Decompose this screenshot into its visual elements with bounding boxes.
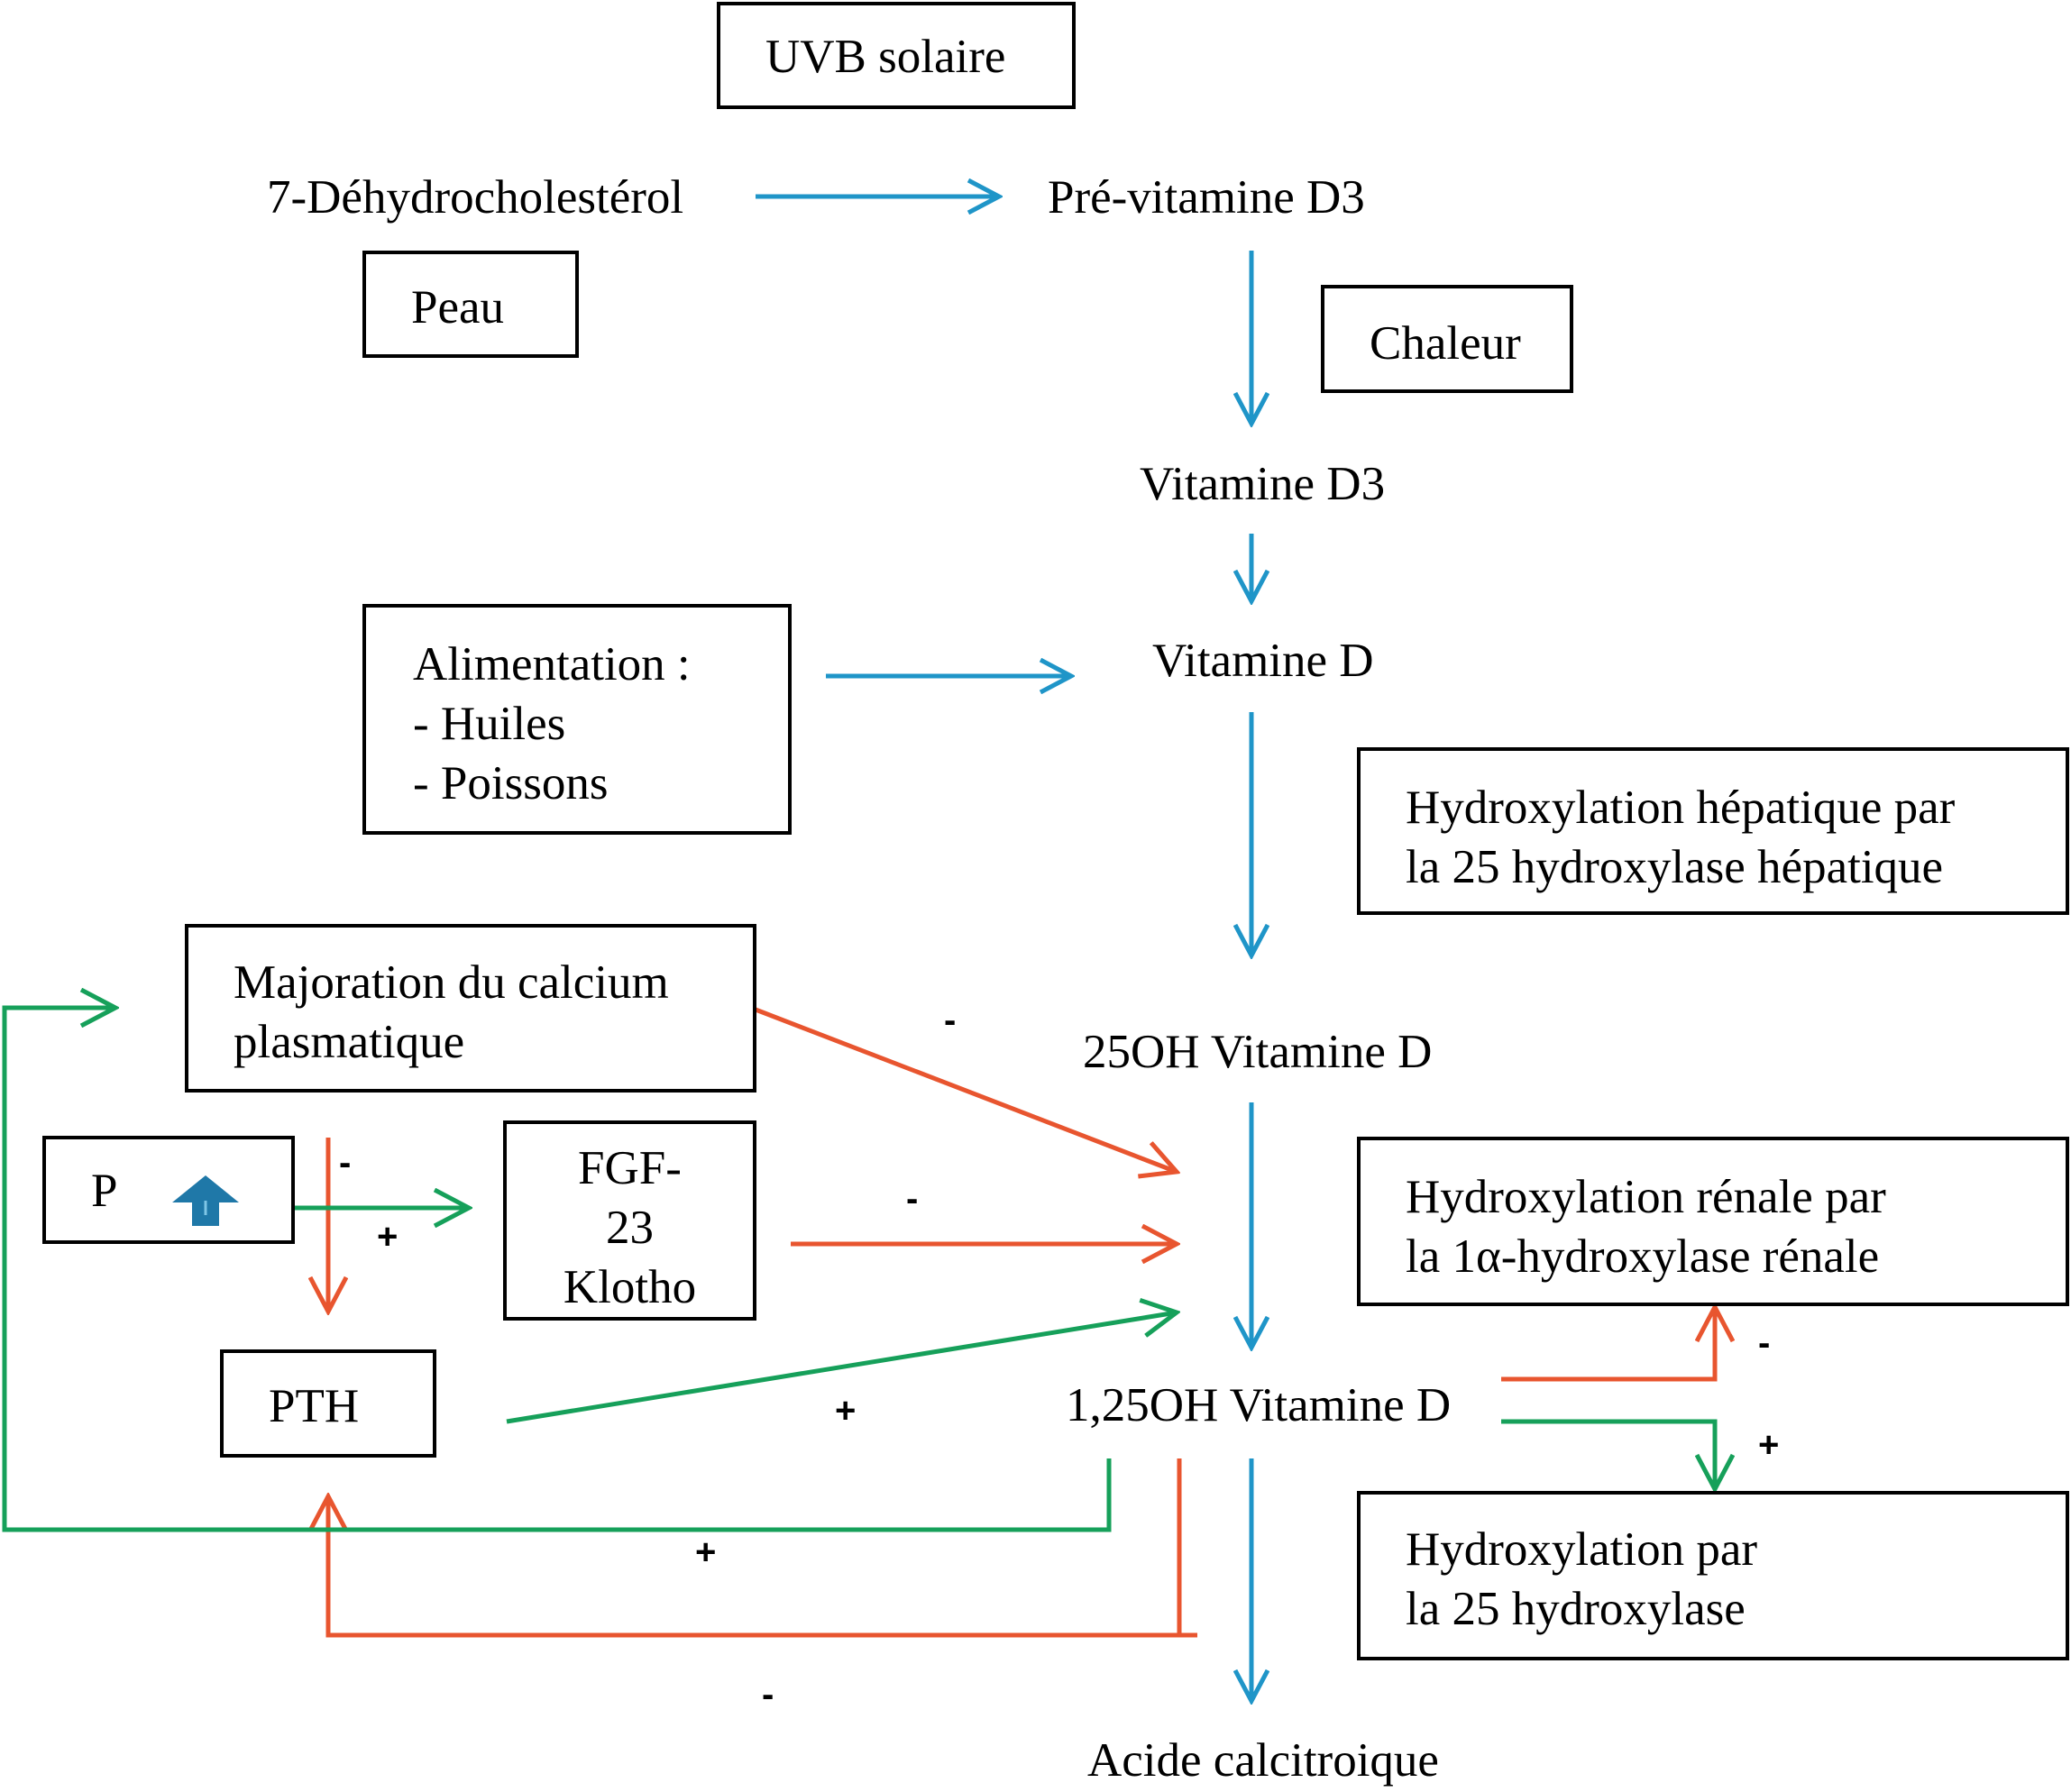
up-arrow-icon bbox=[172, 1175, 239, 1226]
sign-p-minus: - bbox=[339, 1143, 352, 1183]
majoration-line1: Majoration du calcium bbox=[234, 956, 669, 1009]
arrow-pth-activate bbox=[506, 1312, 1177, 1424]
hydroxylation-25-box: Hydroxylation par la 25 hydroxylase bbox=[1357, 1491, 2069, 1660]
node-dehydrocholesterol: 7-Déhydrocholestérol bbox=[267, 171, 684, 224]
peau-label: Peau bbox=[411, 281, 505, 334]
hydrox-hepatique-line1: Hydroxylation hépatique par bbox=[1406, 782, 1956, 834]
hydrox-renale-line1: Hydroxylation rénale par bbox=[1406, 1171, 1886, 1223]
node-acide-calcitroique: Acide calcitroique bbox=[1087, 1734, 1439, 1787]
uvb-label: UVB solaire bbox=[765, 31, 1006, 83]
hydrox-renale-line2: la 1α-hydroxylase rénale bbox=[1406, 1230, 1880, 1283]
pth-label: PTH bbox=[269, 1380, 360, 1432]
majoration-line2: plasmatique bbox=[234, 1016, 465, 1068]
alimentation-huiles: - Huiles bbox=[413, 698, 566, 750]
arrow-125oh-hydrox25 bbox=[1501, 1419, 1715, 1489]
uvb-box: UVB solaire bbox=[717, 2, 1076, 109]
node-vitamine-d: Vitamine D bbox=[1152, 635, 1374, 687]
peau-box: Peau bbox=[362, 251, 579, 358]
pth-box: PTH bbox=[220, 1349, 436, 1458]
hydroxylation-hepatique-box: Hydroxylation hépatique par la 25 hydrox… bbox=[1357, 747, 2069, 915]
arrow-125oh-majoration bbox=[2, 1008, 1112, 1532]
fgf-line1: FGF- bbox=[578, 1142, 682, 1194]
sign-pth-plus: + bbox=[835, 1391, 857, 1431]
p-box: P bbox=[42, 1136, 295, 1244]
p-label: P bbox=[91, 1165, 118, 1217]
hydrox-25-line2: la 25 hydroxylase bbox=[1406, 1583, 1746, 1635]
alimentation-title: Alimentation : bbox=[413, 638, 691, 690]
sign-hydrox25-plus: + bbox=[1758, 1425, 1780, 1465]
arrow-125oh-renale bbox=[1501, 1307, 1715, 1382]
node-previtamine-d3: Pré-vitamine D3 bbox=[1048, 171, 1365, 224]
sign-majoration-minus: - bbox=[944, 1001, 957, 1040]
hydrox-hepatique-line2: la 25 hydroxylase hépatique bbox=[1406, 841, 1944, 893]
sign-feedback-plus: + bbox=[695, 1532, 717, 1572]
alimentation-poissons: - Poissons bbox=[413, 757, 609, 809]
hydroxylation-renale-box: Hydroxylation rénale par la 1α-hydroxyla… bbox=[1357, 1137, 2069, 1306]
fgf-line3: Klotho bbox=[563, 1261, 697, 1313]
chaleur-box: Chaleur bbox=[1321, 285, 1573, 393]
sign-feedback-minus: - bbox=[762, 1675, 774, 1714]
sign-renale-minus: - bbox=[1758, 1323, 1771, 1363]
arrow-majoration-inhibit bbox=[755, 1007, 1177, 1172]
hydrox-25-line1: Hydroxylation par bbox=[1406, 1523, 1758, 1576]
node-vitamine-d3: Vitamine D3 bbox=[1140, 458, 1386, 510]
sign-fgf-minus: - bbox=[906, 1179, 919, 1219]
fgf-line2: 23 bbox=[606, 1202, 654, 1254]
sign-p-plus: + bbox=[377, 1217, 399, 1257]
arrow-125oh-pth-feedback bbox=[328, 1458, 1182, 1638]
fgf-box: FGF- 23 Klotho bbox=[503, 1120, 756, 1321]
alimentation-box: Alimentation : - Huiles - Poissons bbox=[362, 604, 792, 835]
node-125oh-vitamine-d: 1,25OH Vitamine D bbox=[1066, 1379, 1452, 1431]
majoration-box: Majoration du calcium plasmatique bbox=[185, 924, 756, 1093]
node-25oh-vitamine-d: 25OH Vitamine D bbox=[1083, 1026, 1433, 1078]
chaleur-label: Chaleur bbox=[1370, 317, 1521, 370]
